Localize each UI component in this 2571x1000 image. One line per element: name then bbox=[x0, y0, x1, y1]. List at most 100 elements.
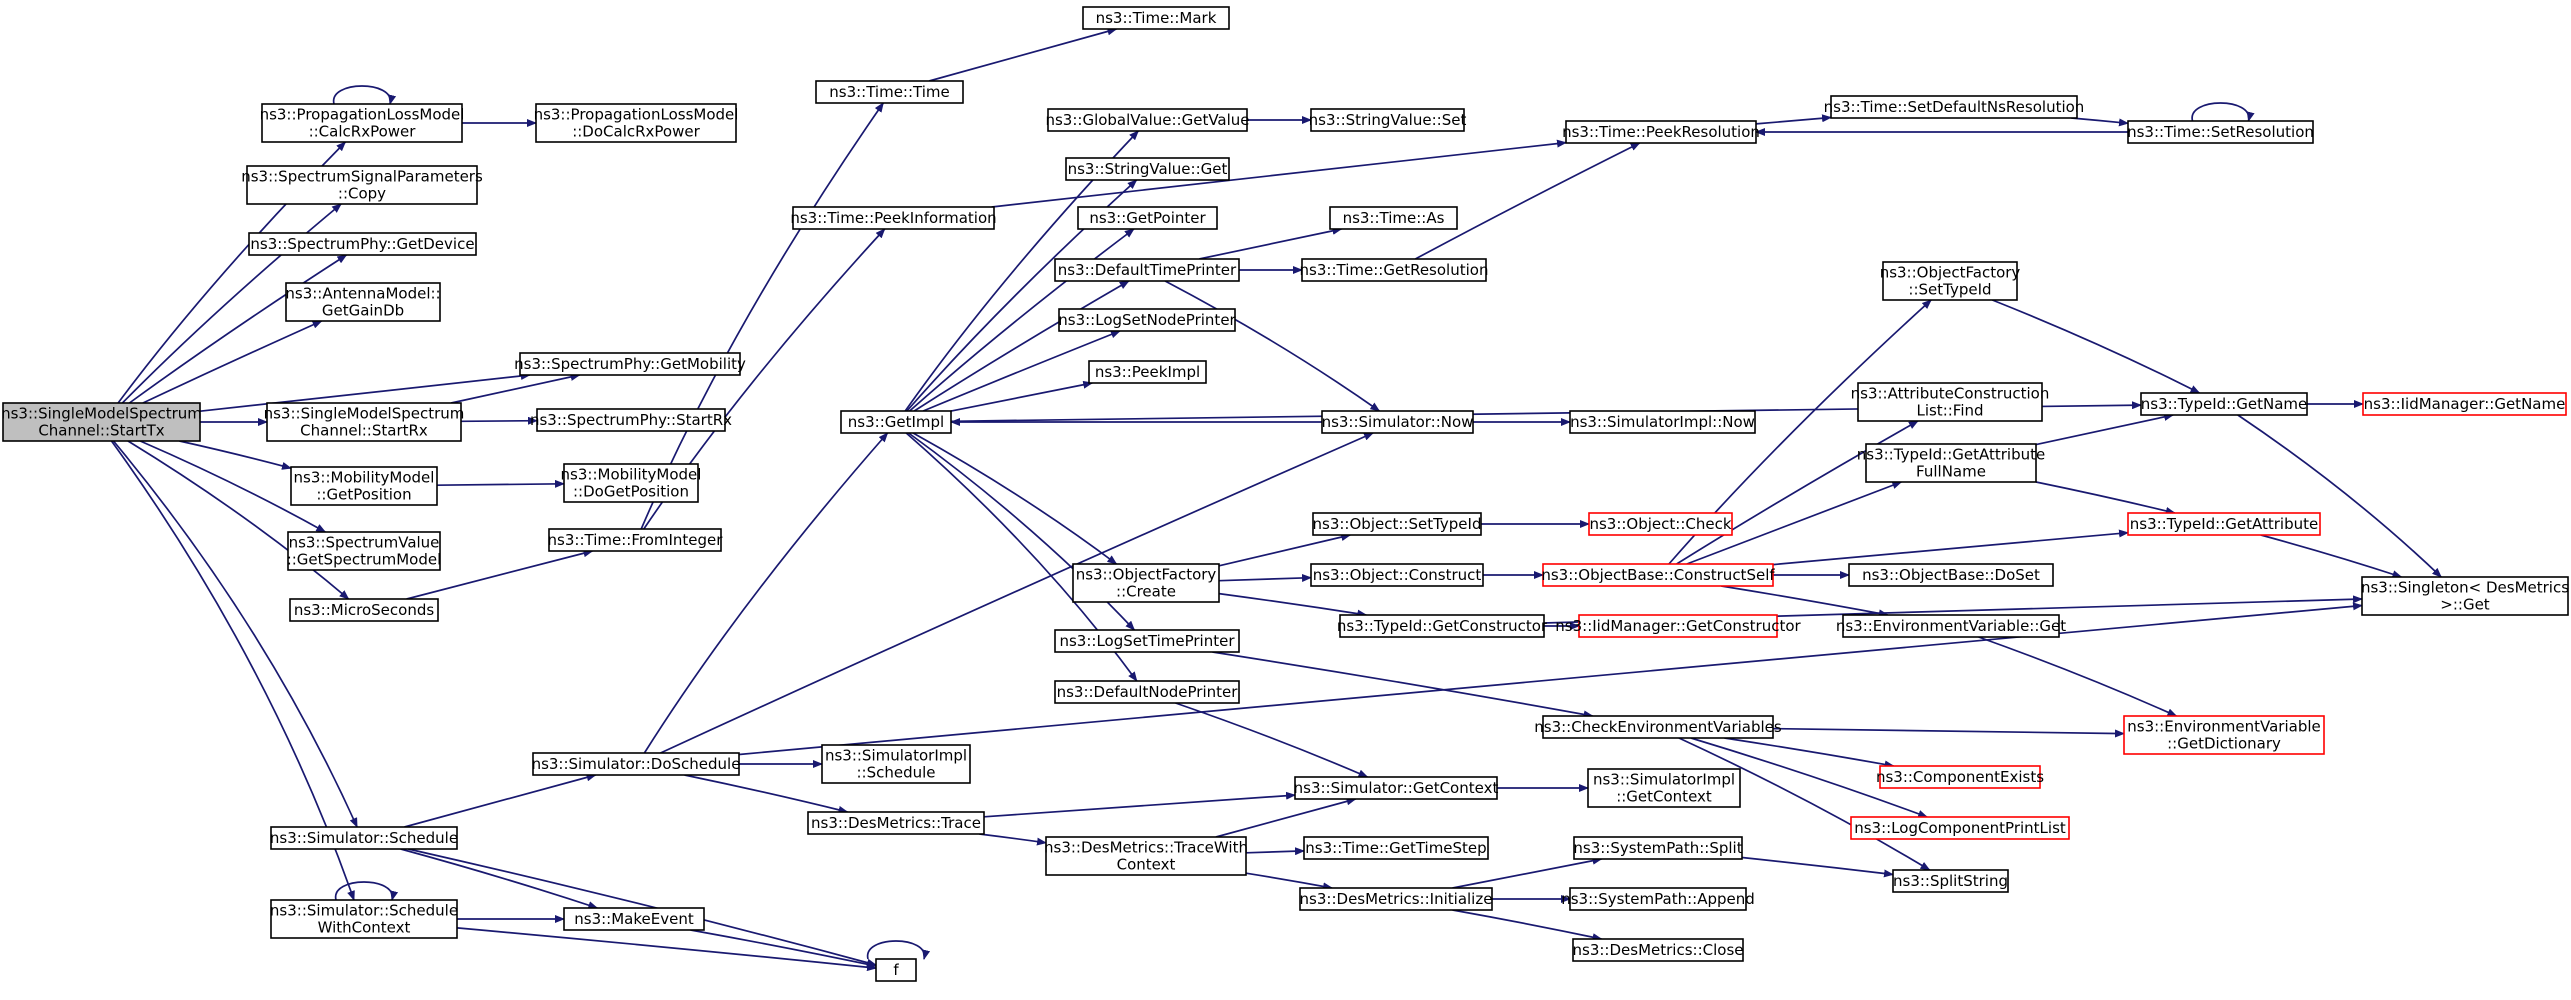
node-box bbox=[1329, 206, 1458, 230]
edge-of_settypeid-to-typeid_getname bbox=[1991, 299, 2201, 394]
node-box bbox=[563, 463, 699, 503]
node-time_peekres[interactable]: ns3::Time::PeekResolution bbox=[1562, 120, 1760, 144]
node-label: ns3::Time::Mark bbox=[1096, 9, 1217, 27]
node-desmetrics_init[interactable]: ns3::DesMetrics::Initialize bbox=[1299, 887, 1493, 911]
node-obj_settypeid[interactable]: ns3::Object::SetTypeId bbox=[1312, 512, 1482, 536]
node-sim_schedule[interactable]: ns3::Simulator::Schedule bbox=[270, 826, 458, 850]
node-time_mark[interactable]: ns3::Time::Mark bbox=[1082, 6, 1230, 30]
node-singleton_get[interactable]: ns3::Singleton< DesMetrics >::Get bbox=[2361, 576, 2569, 616]
edge-of_create-to-typeid_getconstructor bbox=[1218, 592, 1368, 618]
node-sv_getsm[interactable]: ns3::SpectrumValue::GetSpectrumModel bbox=[287, 531, 442, 571]
node-sim_doschedule[interactable]: ns3::Simulator::DoSchedule bbox=[532, 752, 741, 776]
node-obj_check[interactable]: ns3::Object::Check bbox=[1588, 512, 1733, 536]
node-checkenvvars[interactable]: ns3::CheckEnvironmentVariables bbox=[1534, 715, 1782, 739]
node-simimpl_getcontext[interactable]: ns3::SimulatorImpl::GetContext bbox=[1587, 768, 1741, 808]
node-splitstring[interactable]: ns3::SplitString bbox=[1892, 869, 2009, 893]
node-objbase_constructself[interactable]: ns3::ObjectBase::ConstructSelf bbox=[1541, 563, 1775, 587]
node-makeevent[interactable]: ns3::MakeEvent bbox=[563, 907, 705, 931]
node-label: ns3::StringValue::Set bbox=[1309, 111, 1467, 129]
node-iidmanager_getconstructor[interactable]: ns3::IidManager::GetConstructor bbox=[1555, 614, 1802, 638]
node-label: ns3::EnvironmentVariable::Get bbox=[1836, 617, 2066, 635]
node-getimpl[interactable]: ns3::GetImpl bbox=[840, 410, 952, 434]
node-sp_startrx[interactable]: ns3::SpectrumPhy::StartRx bbox=[530, 408, 732, 432]
edge-desmetrics_trace-to-sim_getcontext bbox=[983, 791, 1296, 818]
node-stringvalue_set[interactable]: ns3::StringValue::Set bbox=[1309, 108, 1467, 132]
node-time_gettimestep[interactable]: ns3::Time::GetTimeStep bbox=[1303, 836, 1489, 860]
node-globalvalue_getvalue[interactable]: ns3::GlobalValue::GetValue bbox=[1045, 108, 1250, 132]
node-antenna_gain[interactable]: ns3::AntennaModel::GetGainDb bbox=[285, 282, 441, 322]
node-label: ns3::MakeEvent bbox=[574, 910, 694, 928]
node-systempath_split[interactable]: ns3::SystemPath::Split bbox=[1573, 836, 1743, 860]
node-label: ns3::MicroSeconds bbox=[294, 601, 435, 619]
node-time_fromint[interactable]: ns3::Time::FromInteger bbox=[548, 528, 724, 552]
node-f[interactable]: f bbox=[875, 958, 917, 982]
edge-microseconds-to-time_fromint bbox=[406, 549, 594, 600]
node-time_time[interactable]: ns3::Time::Time bbox=[815, 80, 964, 104]
node-box bbox=[270, 899, 458, 939]
node-logsettimeprinter[interactable]: ns3::LogSetTimePrinter bbox=[1054, 629, 1240, 653]
node-typeid_getconstructor[interactable]: ns3::TypeId::GetConstructor bbox=[1337, 614, 1548, 638]
node-obj_construct[interactable]: ns3::Object::Construct bbox=[1310, 563, 1484, 587]
node-time_getresolution[interactable]: ns3::Time::GetResolution bbox=[1300, 258, 1489, 282]
node-simimpl_schedule[interactable]: ns3::SimulatorImpl::Schedule bbox=[821, 744, 971, 784]
node-box bbox=[1848, 563, 2054, 587]
node-envvar_get[interactable]: ns3::EnvironmentVariable::Get bbox=[1836, 614, 2066, 638]
node-desmetrics_close[interactable]: ns3::DesMetrics::Close bbox=[1572, 938, 1744, 962]
edge-getimpl-to-defaulttimeprinter bbox=[913, 280, 1130, 412]
node-typeid_getname[interactable]: ns3::TypeId::GetName bbox=[2140, 392, 2308, 416]
node-systempath_append[interactable]: ns3::SystemPath::Append bbox=[1561, 887, 1755, 911]
node-box bbox=[519, 352, 741, 376]
edge-time_setdefaultns-to-time_setres bbox=[2071, 117, 2129, 127]
node-simimpl_now[interactable]: ns3::SimulatorImpl::Now bbox=[1569, 410, 1756, 434]
node-typeid_getattr[interactable]: ns3::TypeId::GetAttribute bbox=[2127, 512, 2321, 536]
node-sim_now[interactable]: ns3::Simulator::Now bbox=[1321, 410, 1474, 434]
node-sp_getdevice[interactable]: ns3::SpectrumPhy::GetDevice bbox=[248, 232, 477, 256]
edge-root-to-sp_getmobility bbox=[199, 372, 531, 413]
node-iidmanager_getname[interactable]: ns3::IidManager::GetName bbox=[2362, 392, 2567, 416]
node-label: ns3::SplitString bbox=[1893, 872, 2008, 890]
edge-smsc_startrx-to-sp_getmobility bbox=[450, 373, 581, 404]
node-envvar_getdict[interactable]: ns3::EnvironmentVariable::GetDictionary bbox=[2123, 715, 2325, 755]
node-label: ns3::SpectrumPhy::GetDevice bbox=[250, 235, 474, 253]
node-peekimpl[interactable]: ns3::PeekImpl bbox=[1088, 360, 1207, 384]
node-componentexists[interactable]: ns3::ComponentExists bbox=[1876, 765, 2044, 789]
edge-objbase_constructself-to-typeid_getattr bbox=[1772, 529, 2129, 566]
edge-makeevent-to-f bbox=[690, 929, 877, 969]
node-plm_docalc[interactable]: ns3::PropagationLossModel::DoCalcRxPower bbox=[534, 103, 739, 143]
node-of_create[interactable]: ns3::ObjectFactory::Create bbox=[1072, 563, 1220, 603]
node-getpointer[interactable]: ns3::GetPointer bbox=[1077, 206, 1218, 230]
node-time_setdefaultns[interactable]: ns3::Time::SetDefaultNsResolution bbox=[1824, 95, 2085, 119]
node-label: ::CalcRxPower bbox=[309, 123, 417, 141]
node-microseconds[interactable]: ns3::MicroSeconds bbox=[289, 598, 439, 622]
edge-systempath_split-to-splitstring bbox=[1741, 856, 1894, 878]
node-time_peekinfo[interactable]: ns3::Time::PeekInformation bbox=[790, 206, 997, 230]
node-label: ::GetPosition bbox=[316, 486, 411, 504]
node-label: ns3::Time::As bbox=[1343, 209, 1445, 227]
node-mm_dogetpos[interactable]: ns3::MobilityModel::DoGetPosition bbox=[561, 463, 702, 503]
node-label: ns3::DesMetrics::Initialize bbox=[1300, 890, 1493, 908]
edge-root-to-antenna_gain bbox=[142, 320, 323, 404]
node-sim_getcontext[interactable]: ns3::Simulator::GetContext bbox=[1294, 776, 1499, 800]
node-of_settypeid[interactable]: ns3::ObjectFactory::SetTypeId bbox=[1880, 261, 2021, 301]
node-time_as[interactable]: ns3::Time::As bbox=[1329, 206, 1458, 230]
node-plm_calc[interactable]: ns3::PropagationLossModel::CalcRxPower bbox=[260, 103, 465, 143]
node-mm_getpos[interactable]: ns3::MobilityModel::GetPosition bbox=[290, 466, 438, 506]
node-desmetrics_trace[interactable]: ns3::DesMetrics::Trace bbox=[807, 811, 985, 835]
node-stringvalue_get[interactable]: ns3::StringValue::Get bbox=[1065, 157, 1230, 181]
node-defaulttimeprinter[interactable]: ns3::DefaultTimePrinter bbox=[1054, 258, 1240, 282]
node-logsetnodeprinter[interactable]: ns3::LogSetNodePrinter bbox=[1058, 308, 1237, 332]
node-objbase_doset[interactable]: ns3::ObjectBase::DoSet bbox=[1848, 563, 2054, 587]
node-defaultnodeprinter[interactable]: ns3::DefaultNodePrinter bbox=[1054, 680, 1240, 704]
node-logcomponentprintlist[interactable]: ns3::LogComponentPrintList bbox=[1850, 816, 2070, 840]
node-label: ns3::PropagationLossModel bbox=[260, 106, 465, 124]
node-box bbox=[1569, 887, 1747, 911]
edge-root-to-sv_getsm bbox=[139, 440, 327, 533]
node-sp_getmobility[interactable]: ns3::SpectrumPhy::GetMobility bbox=[514, 352, 746, 376]
node-time_setres[interactable]: ns3::Time::SetResolution bbox=[2127, 120, 2314, 144]
node-ssp_copy[interactable]: ns3::SpectrumSignalParameters::Copy bbox=[241, 165, 483, 205]
